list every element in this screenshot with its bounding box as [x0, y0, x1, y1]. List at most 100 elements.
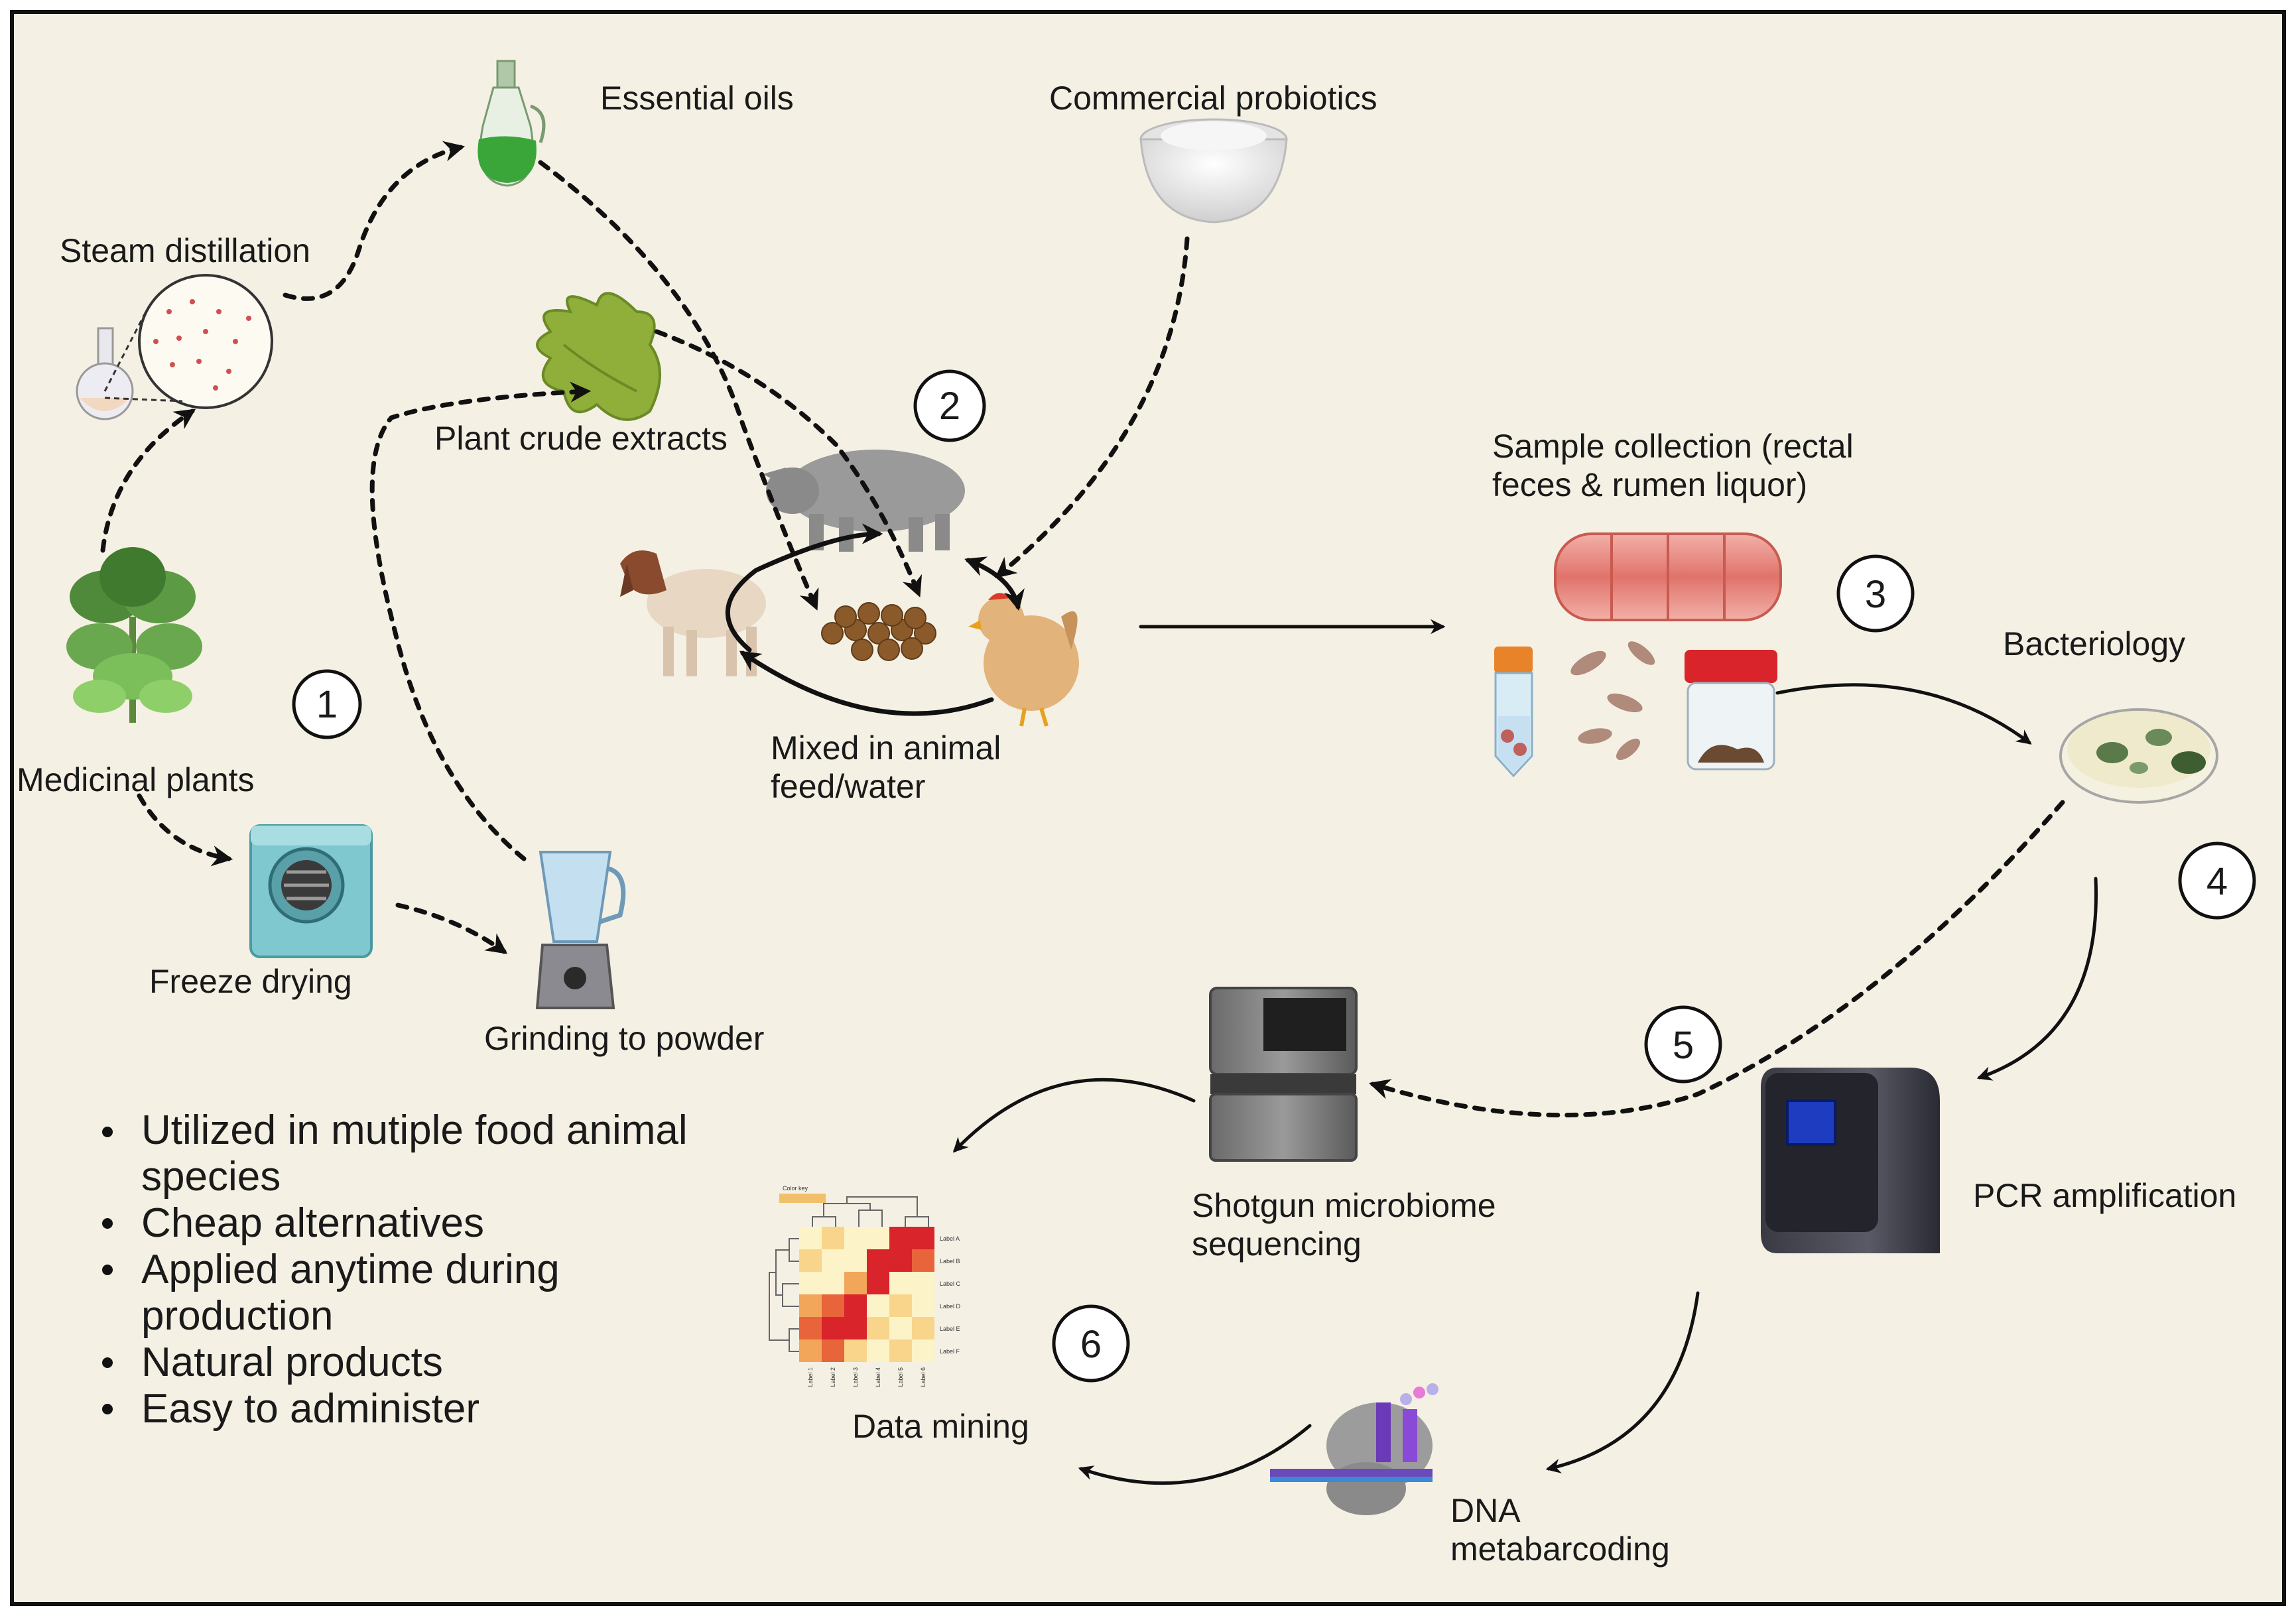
- arrow-oils-to-feed: [538, 160, 819, 611]
- list-item: Easy to administer: [102, 1386, 479, 1432]
- dna-metabarcoding-icon: [1270, 1383, 1438, 1515]
- arrow-distillation-to-oils: [283, 141, 466, 301]
- heatmap-cell: [844, 1227, 867, 1249]
- arrow-bacteriology-to-sequencing: [1368, 800, 2065, 1118]
- pig-icon: [763, 450, 965, 552]
- color-key-label: Color key: [783, 1185, 808, 1192]
- heatmap-cell: [912, 1249, 934, 1272]
- label-pcr-amplification: PCR amplification: [1973, 1177, 2236, 1214]
- feed-pellets-icon: [821, 602, 936, 661]
- heatmap-cell: [867, 1294, 889, 1317]
- label-mixed-line1: Mixed in animal: [771, 729, 1001, 767]
- heatmap-cell: [844, 1249, 867, 1272]
- heatmap-cell: [889, 1272, 912, 1294]
- heatmap-cell: [889, 1249, 912, 1272]
- label-steam-distillation: Steam distillation: [60, 232, 310, 269]
- arrow-grinding-to-extracts: [369, 381, 592, 861]
- arrow-samples-to-bacteriology: [1775, 683, 2032, 745]
- heatmap-cell: [799, 1249, 822, 1272]
- label-shotgun-line2: sequencing: [1192, 1225, 1362, 1263]
- feeding-cycle-arrow-bottom: [739, 651, 994, 716]
- label-sample-line1: Sample collection (rectal: [1492, 428, 1854, 465]
- heatmap-row-label: Label D: [940, 1303, 961, 1310]
- list-item: Natural products: [102, 1339, 443, 1385]
- heatmap-row-label: Label F: [940, 1348, 960, 1355]
- heatmap-cell: [799, 1227, 822, 1249]
- heatmap-cell: [912, 1294, 934, 1317]
- heatmap-cell: [867, 1249, 889, 1272]
- arrow-bacteriology-to-pcr: [1976, 877, 2098, 1081]
- label-freeze-drying: Freeze drying: [149, 963, 352, 1000]
- arrow-sequencing-to-datamining: [952, 1078, 1196, 1153]
- arrow-probiotics-to-feed: [995, 236, 1190, 579]
- heatmap-cell: [912, 1272, 934, 1294]
- heatmap-cell: [889, 1317, 912, 1339]
- chicken-icon: [968, 593, 1079, 727]
- label-commercial-probiotics: Commercial probiotics: [1049, 80, 1377, 117]
- heatmap-cell: [912, 1339, 934, 1362]
- heatmap-row-label: Label B: [940, 1258, 960, 1265]
- heatmap-cell: [822, 1227, 844, 1249]
- svg-text:4: 4: [2206, 860, 2228, 903]
- plant-extract-leaf-icon: [536, 292, 661, 421]
- heatmap-cell: [844, 1339, 867, 1362]
- arrow-freeze-to-grinding: [395, 902, 508, 954]
- essential-oil-bottle-icon: [478, 60, 546, 187]
- list-item: Applied anytime during production: [102, 1247, 560, 1339]
- label-medicinal-plants: Medicinal plants: [17, 761, 255, 798]
- step-marker-4: 4: [2178, 841, 2256, 920]
- heatmap-row-label: Label E: [940, 1326, 960, 1332]
- feeding-cycle-arrow: [725, 523, 883, 653]
- label-grinding-to-powder: Grinding to powder: [484, 1020, 764, 1057]
- heatmap-cell: [889, 1294, 912, 1317]
- svg-text:species: species: [141, 1154, 281, 1200]
- heatmap-col-label: Label 2: [830, 1367, 836, 1387]
- label-data-mining: Data mining: [852, 1408, 1029, 1445]
- svg-text:production: production: [141, 1293, 334, 1339]
- heatmap-cell: [799, 1317, 822, 1339]
- label-essential-oils: Essential oils: [600, 80, 794, 117]
- list-item: Utilized in mutiple food animal species: [102, 1107, 688, 1200]
- arrow-plants-to-distillation: [100, 408, 196, 553]
- sample-tube-icon: [1494, 647, 1533, 778]
- heatmap-cell: [799, 1272, 822, 1294]
- heatmap-cell: [822, 1317, 844, 1339]
- heatmap-cell: [822, 1294, 844, 1317]
- heatmap-cell: [867, 1227, 889, 1249]
- step-marker-6: 6: [1052, 1304, 1130, 1383]
- step-marker-3: 3: [1836, 554, 1915, 633]
- distillation-flask-icon: [76, 274, 273, 420]
- bacteria-icon: [1570, 641, 1655, 761]
- heatmap-col-label: Label 3: [852, 1367, 859, 1387]
- petri-dish-icon: [2059, 708, 2218, 804]
- heatmap-col-label: Label 5: [897, 1367, 904, 1387]
- heatmap-col-label: Label 4: [875, 1367, 881, 1387]
- label-plant-crude-extracts: Plant crude extracts: [434, 420, 728, 457]
- heatmap-cell: [912, 1317, 934, 1339]
- svg-text:Utilized in mutiple food anima: Utilized in mutiple food animal: [141, 1107, 688, 1153]
- label-mixed-line2: feed/water: [771, 768, 925, 805]
- feeding-cycle-arrow-right: [964, 556, 1025, 611]
- heatmap-cell: [799, 1294, 822, 1317]
- heatmap-row-label: Label C: [940, 1280, 961, 1287]
- heatmap-cell: [844, 1294, 867, 1317]
- svg-text:6: 6: [1080, 1323, 1102, 1366]
- heatmap-cell: [867, 1339, 889, 1362]
- diagram-background: [10, 10, 2286, 1606]
- step-marker-5: 5: [1644, 1005, 1722, 1084]
- heatmap-cell: [912, 1227, 934, 1249]
- probiotics-bowl-icon: [1139, 118, 1288, 223]
- svg-text:2: 2: [939, 385, 960, 428]
- svg-text:5: 5: [1673, 1024, 1694, 1067]
- arrow-plants-to-freeze: [137, 793, 233, 867]
- heatmap-col-label: Label 6: [920, 1367, 926, 1387]
- heatmap-col-label: Label 1: [807, 1367, 814, 1387]
- label-dna-line1: DNA: [1450, 1492, 1521, 1529]
- svg-text:Cheap alternatives: Cheap alternatives: [141, 1200, 484, 1246]
- arrow-dna-to-datamining: [1078, 1424, 1312, 1485]
- heatmap-cell: [867, 1317, 889, 1339]
- label-bacteriology: Bacteriology: [2003, 625, 2185, 662]
- heatmap-cell: [844, 1272, 867, 1294]
